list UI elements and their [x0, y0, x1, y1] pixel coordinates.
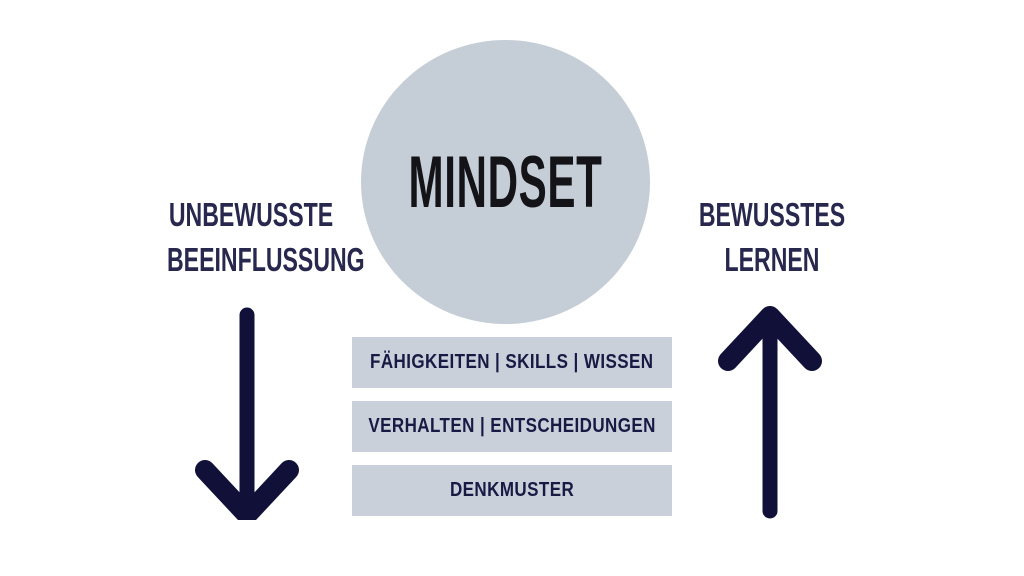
- left-label-line2: BEEINFLUSSUNG: [167, 241, 365, 278]
- right-label-line2: LERNEN: [724, 241, 820, 278]
- layer-bar-behavior: VERHALTEN | ENTSCHEIDUNGEN: [352, 401, 672, 452]
- left-label: UNBEWUSSTE BEEINFLUSSUNG: [167, 192, 365, 282]
- layer-bar-skills-label: FÄHIGKEITEN | SKILLS | WISSEN: [370, 351, 654, 373]
- layer-bar-thought-patterns: DENKMUSTER: [352, 465, 672, 516]
- layer-bar-skills: FÄHIGKEITEN | SKILLS | WISSEN: [352, 337, 672, 388]
- mindset-circle: MINDSET: [361, 40, 650, 324]
- down-arrow-icon: [195, 307, 299, 520]
- left-label-line1: UNBEWUSSTE: [168, 196, 334, 233]
- layer-bar-thought-patterns-label: DENKMUSTER: [449, 479, 575, 501]
- right-label: BEWUSSTES LERNEN: [688, 192, 856, 282]
- right-label-line1: BEWUSSTES: [698, 196, 846, 233]
- layer-bar-behavior-label: VERHALTEN | ENTSCHEIDUNGEN: [368, 415, 656, 437]
- up-arrow-icon: [718, 306, 822, 519]
- diagram-title: MINDSET: [408, 140, 603, 224]
